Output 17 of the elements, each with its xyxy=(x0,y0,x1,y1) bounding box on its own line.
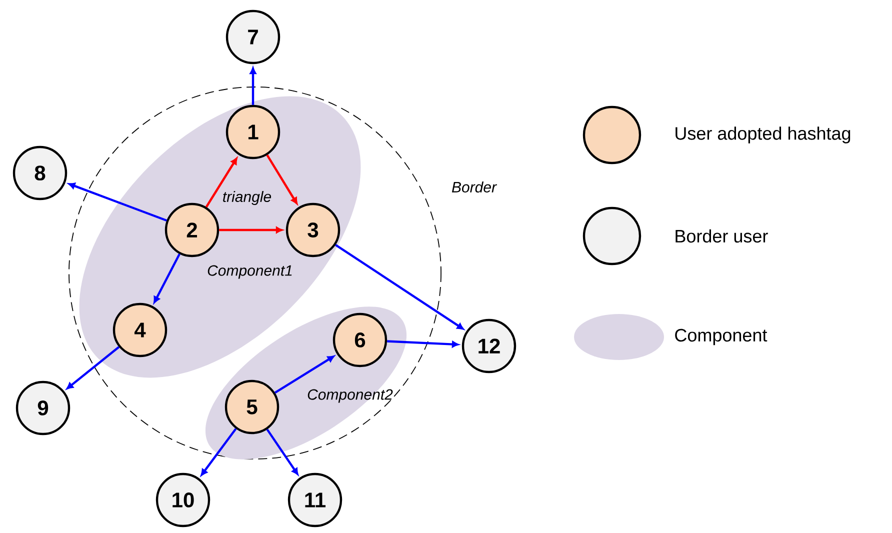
arrow xyxy=(154,254,180,304)
arrow xyxy=(205,158,238,208)
legend-text: User adopted hashtag xyxy=(676,126,850,144)
arrow xyxy=(219,226,283,234)
legend-text: Border user xyxy=(676,229,768,243)
arrow xyxy=(266,154,298,204)
arrow xyxy=(266,428,298,475)
arrow xyxy=(250,67,256,105)
arrow xyxy=(68,182,168,222)
arrow xyxy=(200,428,237,476)
arrow xyxy=(387,340,459,348)
triangle-label: triangle xyxy=(223,191,272,205)
arrow xyxy=(274,356,334,394)
legend-text: Component xyxy=(675,328,768,346)
arrow xyxy=(335,244,464,330)
arrow xyxy=(66,346,120,390)
node-label: Border xyxy=(452,181,498,193)
